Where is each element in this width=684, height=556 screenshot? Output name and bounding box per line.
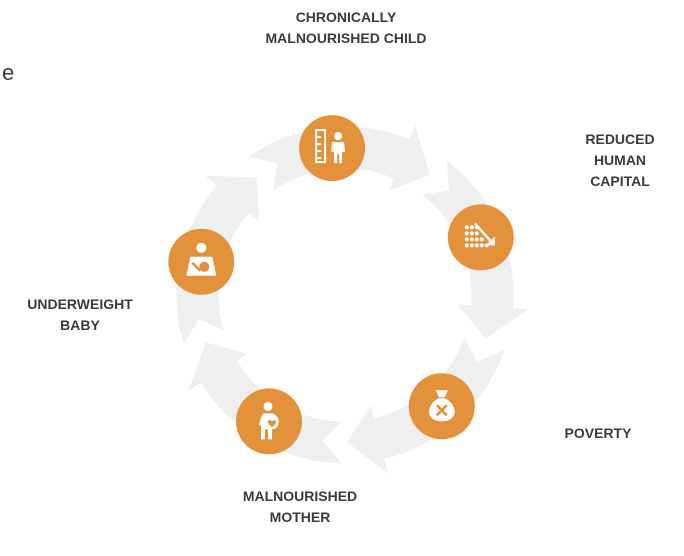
- cycle-icons: [168, 115, 514, 455]
- child-height-measure-icon: [299, 115, 366, 182]
- cut-off-text: e: [2, 60, 15, 85]
- icon-circle: [447, 204, 514, 271]
- baby-scale-icon: [168, 228, 235, 295]
- label-poverty: POVERTY: [564, 425, 632, 441]
- empty-money-bag-icon: [408, 373, 475, 440]
- declining-dots-icon: [447, 204, 514, 271]
- pregnant-woman-icon: [236, 388, 302, 455]
- cycle-arrows: [173, 116, 537, 482]
